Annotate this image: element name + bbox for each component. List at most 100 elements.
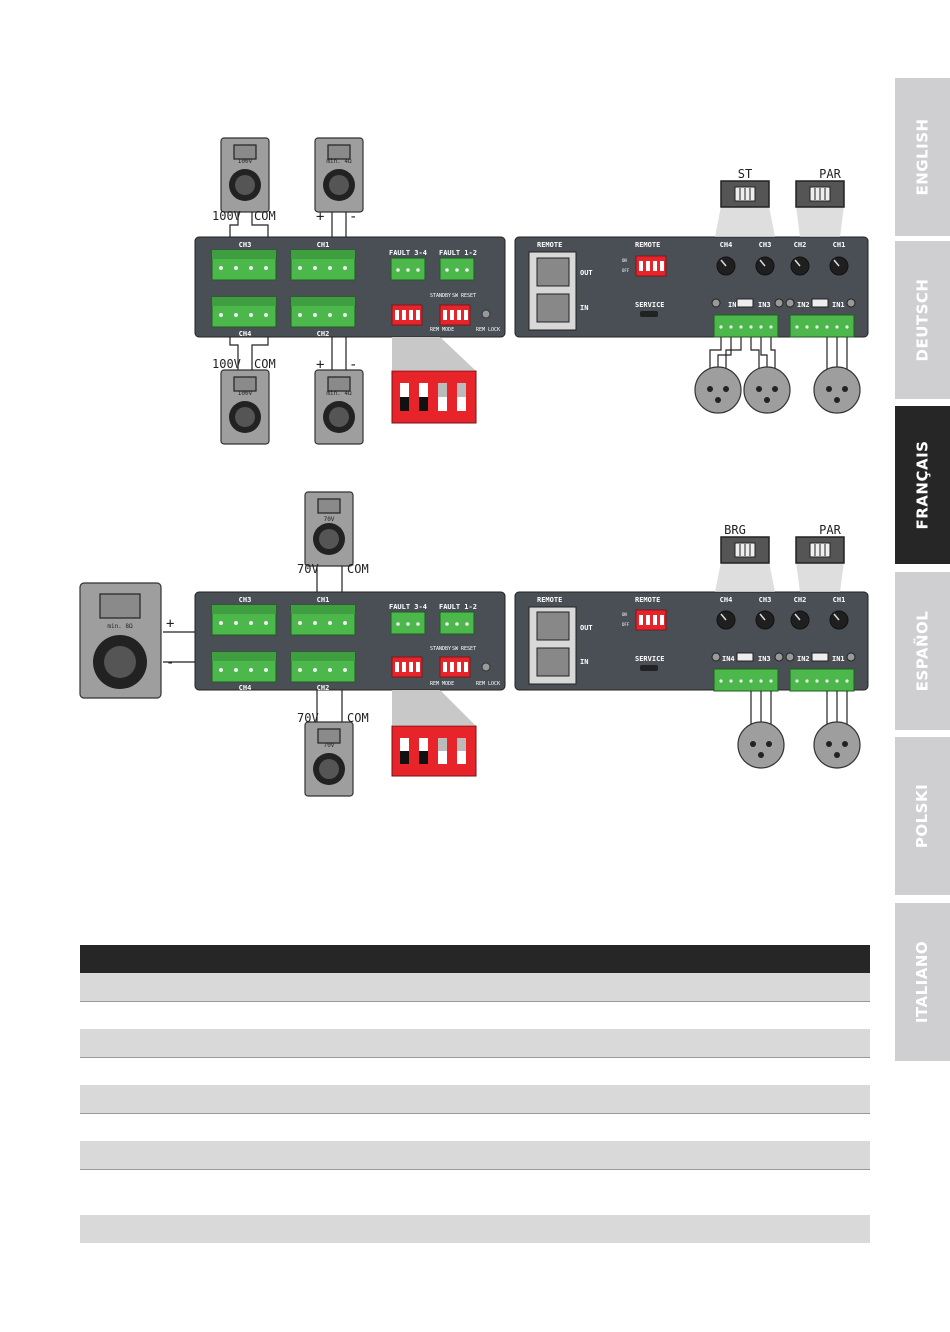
dip-switch-mode[interactable] (391, 656, 423, 678)
ch4-knob-label: CH4 (720, 241, 733, 249)
ch3-label: CH3 (239, 241, 252, 249)
input-terminal-34[interactable] (713, 668, 779, 692)
mode-switch-12[interactable] (811, 652, 829, 662)
dip-lever (419, 397, 428, 411)
xlr-connector-in1 (813, 366, 861, 414)
rem-mode-label: REM MODE (430, 327, 454, 333)
remote-dip-switch[interactable] (635, 609, 667, 631)
fault12-terminal[interactable] (439, 611, 475, 635)
gain-knob-ch4[interactable] (716, 610, 736, 630)
amp-panel-input (514, 591, 869, 691)
in3-label: IN3 (758, 301, 771, 309)
dip-switch-standby[interactable] (439, 304, 471, 326)
table-row (80, 1141, 870, 1169)
rj45-in-port[interactable] (536, 647, 570, 677)
wire-label: 100V (212, 357, 241, 371)
gain-knob-ch2[interactable] (790, 256, 810, 276)
terminal-ch2[interactable] (290, 651, 356, 683)
speaker-rating-label: 100V (238, 158, 253, 165)
in4-label: IN4 (722, 655, 735, 663)
input-terminal-34[interactable] (713, 314, 779, 338)
service-port[interactable] (640, 665, 658, 671)
table-row (80, 1215, 870, 1243)
dip-lever (438, 383, 447, 397)
out-label: OUT (580, 624, 593, 632)
gain-knob-ch3[interactable] (755, 610, 775, 630)
tab-label: ENGLISH (913, 118, 932, 196)
in-label: IN (580, 658, 588, 666)
mode-switch-34[interactable] (736, 652, 754, 662)
dip-zoom-switches (400, 738, 466, 764)
mode-switch-label: BRG (724, 523, 746, 537)
tab-polski[interactable]: POLSKI (895, 737, 950, 895)
rj45-out-port[interactable] (536, 257, 570, 287)
dip-switch-mode[interactable] (391, 304, 423, 326)
mode-switch-st (720, 180, 770, 208)
gain-knob-ch3[interactable] (755, 256, 775, 276)
mode-switch-12[interactable] (811, 298, 829, 308)
dip-lever (400, 397, 409, 411)
wire-label: COM (347, 711, 369, 725)
clip-led (785, 652, 795, 662)
wire-label: + (316, 357, 324, 373)
wire-label: + (166, 616, 174, 632)
speaker-bottom-right: min. 4Ω (314, 369, 364, 445)
mode-switch-label: ST (738, 167, 752, 181)
xlr-connector-in1 (813, 721, 861, 769)
wire-label: - (166, 655, 174, 671)
terminal-ch3[interactable] (211, 249, 277, 281)
remote-label: REMOTE (635, 596, 660, 604)
terminal-ch4[interactable] (211, 296, 277, 328)
tab-deutsch[interactable]: DEUTSCH (895, 241, 950, 399)
dip-lever (438, 738, 447, 751)
tab-français[interactable]: FRANÇAIS (895, 406, 950, 564)
input-terminal-12[interactable] (789, 668, 855, 692)
xlr-connector-in3 (737, 721, 785, 769)
in1-label: IN1 (832, 301, 845, 309)
rem-mode-label: REM MODE (430, 681, 454, 687)
gain-knob-ch4[interactable] (716, 256, 736, 276)
terminal-ch4[interactable] (211, 651, 277, 683)
tab-español[interactable]: ESPAÑOL (895, 572, 950, 730)
input-terminal-12[interactable] (789, 314, 855, 338)
speaker-top: 70V (304, 491, 354, 567)
service-port[interactable] (640, 311, 658, 317)
wire-label: - (349, 357, 357, 373)
switch-zoom-projection (715, 562, 775, 592)
table-row (80, 973, 870, 1001)
ch1-label: CH1 (317, 596, 330, 604)
gain-knob-ch2[interactable] (790, 610, 810, 630)
rj45-out-port[interactable] (536, 611, 570, 641)
terminal-ch3[interactable] (211, 604, 277, 636)
terminal-ch1[interactable] (290, 249, 356, 281)
fault34-terminal[interactable] (390, 611, 426, 635)
in3-label: IN3 (758, 655, 771, 663)
mode-switch-par (795, 536, 845, 564)
fault34-terminal[interactable] (390, 257, 426, 281)
wire-label: 70V (297, 711, 319, 725)
table-row (80, 1029, 870, 1057)
wire-label: 100V (212, 209, 241, 223)
fault12-terminal[interactable] (439, 257, 475, 281)
dip-lever (419, 751, 428, 764)
speaker-rating-label: min. 8Ω (107, 623, 133, 630)
dip-switch-standby[interactable] (439, 656, 471, 678)
rem-lock-label: REM LOCK (476, 681, 500, 687)
service-label: SERVICE (635, 655, 665, 663)
dip-zoom-projection (392, 337, 475, 370)
tab-english[interactable]: ENGLISH (895, 78, 950, 236)
wire-label: + (316, 209, 324, 225)
mode-switch-34[interactable] (736, 298, 754, 308)
gain-knob-ch1[interactable] (829, 256, 849, 276)
out-label: OUT (580, 269, 593, 277)
remote-dip-switch[interactable] (635, 255, 667, 277)
ch2-knob-label: CH2 (794, 241, 807, 249)
gain-knob-ch1[interactable] (829, 610, 849, 630)
mode-switch-label: PAR (819, 167, 841, 181)
tab-italiano[interactable]: ITALIANO (895, 903, 950, 1061)
terminal-ch1[interactable] (290, 604, 356, 636)
rem-lock-led (481, 662, 491, 672)
terminal-ch2[interactable] (290, 296, 356, 328)
dip-lever (400, 751, 409, 764)
rj45-in-port[interactable] (536, 293, 570, 323)
